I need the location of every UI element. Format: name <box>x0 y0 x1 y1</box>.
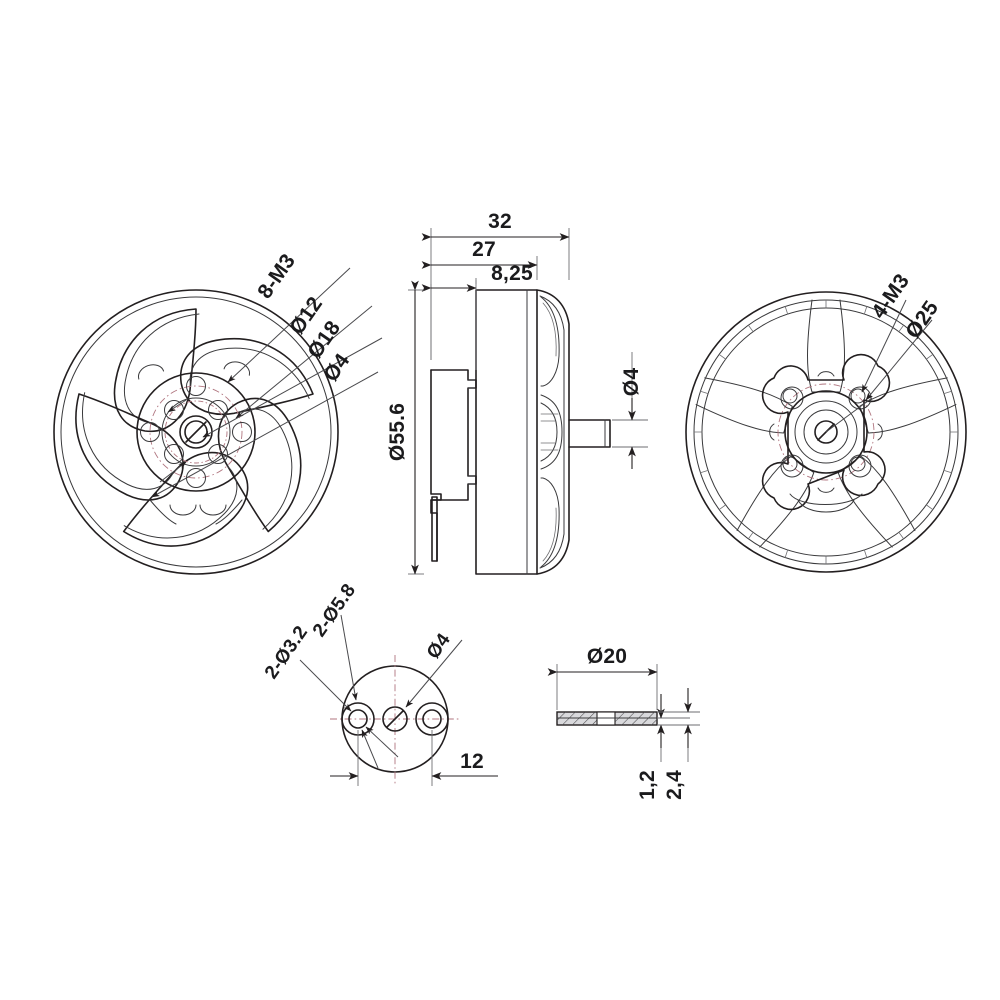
adapter-center-slash <box>386 710 404 728</box>
side-can-body <box>475 289 538 575</box>
front-hub-outline <box>136 372 256 492</box>
adapter-hole-left-d32 <box>348 709 368 729</box>
rear-leader-lines <box>825 299 933 433</box>
rear-tabs <box>769 371 883 513</box>
leader-center-tick <box>825 397 873 433</box>
rear-center-boss <box>784 390 868 474</box>
front-hub-notches <box>137 361 251 525</box>
front-vent-openings <box>75 308 314 547</box>
side-extension-lines <box>430 228 570 370</box>
front-bolt-circle-d12 <box>164 400 228 464</box>
leader-adp-d4 <box>405 639 463 708</box>
label-side-d556: Ø55.6 <box>386 403 409 461</box>
front-leader-lines <box>151 267 383 498</box>
label-adapter-2-d32: 2-Ø3.2 <box>261 622 312 683</box>
view-side-section: 32 27 8,25 Ø55.6 <box>386 210 648 575</box>
rear-outer-rim <box>685 291 967 573</box>
side-mount-bracket <box>430 369 477 501</box>
leader-d12 <box>235 305 373 419</box>
dim-washer-12: 1,2 <box>636 694 690 800</box>
label-rear-d25: Ø25 <box>901 297 943 343</box>
label-side-27: 27 <box>472 238 496 261</box>
dim-adapter-12: 12 <box>330 730 498 786</box>
leader-d4 <box>151 371 379 498</box>
label-side-32: 32 <box>488 210 512 233</box>
side-bell-vanes <box>540 296 563 568</box>
rear-bolt-circle-d25 <box>777 383 875 481</box>
rear-mount-plate <box>761 353 891 511</box>
label-adapter-2-d58: 2-Ø5.8 <box>309 580 360 641</box>
dim-washer-24: 2,4 <box>657 688 700 800</box>
rear-shaft-hole <box>814 420 838 444</box>
leader-8-m3 <box>227 267 351 383</box>
dim-side-d556: Ø55.6 <box>386 280 424 575</box>
dim-washer-d20: Ø20 <box>547 645 658 710</box>
view-front-bell: 8-M3 Ø12 Ø18 Ø4 <box>53 250 383 575</box>
side-output-shaft <box>568 419 611 448</box>
dim-side-27: 27 <box>421 238 538 269</box>
dim-side-825: 8,25 <box>421 262 533 292</box>
leader-d25 <box>865 319 933 401</box>
leader-d18 <box>202 337 383 438</box>
front-hub-boss <box>161 397 231 467</box>
leader-4-m3 <box>861 299 907 393</box>
side-bracket-lug-bottom <box>467 475 477 485</box>
side-bell-outline <box>536 289 570 575</box>
adapter-hole-right-d32 <box>422 709 442 729</box>
view-prop-adapter: 2-Ø3.2 2-Ø5.8 Ø4 12 <box>261 580 498 786</box>
label-washer-12: 1,2 <box>636 770 659 800</box>
label-washer-d20: Ø20 <box>587 645 627 668</box>
dim-side-32: 32 <box>421 210 570 241</box>
front-bolt-circle-d18 <box>149 385 243 479</box>
front-outer-rim <box>53 289 339 575</box>
rear-rim-vent-ticks <box>693 299 959 565</box>
adapter-center-bore-d4 <box>382 706 408 732</box>
side-bracket-lug-top <box>467 379 477 389</box>
leader-2-d32 <box>299 659 352 712</box>
label-rear-4-m3: 4-M3 <box>867 270 914 323</box>
dim-side-shaft-d4: Ø4 <box>612 352 648 469</box>
label-washer-24: 2,4 <box>663 770 686 800</box>
label-front-8-m3: 8-M3 <box>253 250 300 303</box>
view-prop-washer: Ø20 1,2 2,4 <box>547 645 700 800</box>
front-shaft-slash <box>185 421 207 443</box>
front-outer-rim-inner <box>60 296 332 568</box>
side-bell-inner <box>539 295 565 569</box>
label-adapter-d4: Ø4 <box>423 630 455 663</box>
rear-center-boss-2 <box>794 400 858 464</box>
label-adapter-12: 12 <box>460 750 484 773</box>
adapter-leader-lines <box>299 614 463 769</box>
front-m3-holes <box>140 376 252 488</box>
leader-2-d58 <box>340 614 358 701</box>
label-side-shaft-d4: Ø4 <box>620 368 643 397</box>
label-side-825: 8,25 <box>491 262 533 285</box>
rear-center-boss-3 <box>803 409 849 455</box>
view-rear-mount: 4-M3 Ø25 <box>685 270 967 573</box>
front-vent-group <box>75 308 314 547</box>
